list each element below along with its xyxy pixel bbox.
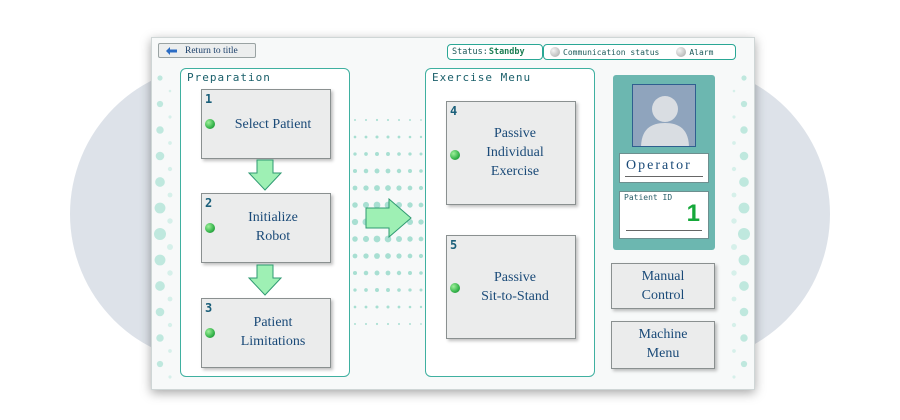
ready-led-icon — [450, 283, 460, 293]
exercise-menu-panel: Exercise Menu 4 Passive Individual Exerc… — [425, 68, 595, 377]
down-arrow-icon — [247, 159, 283, 191]
status-label: Status: — [452, 47, 488, 57]
communication-led-icon — [550, 47, 560, 57]
communication-alarm-indicator: Communication status Alarm — [543, 44, 736, 60]
passive-individual-exercise-label: Passive Individual Exercise — [486, 126, 544, 179]
patient-limitations-button[interactable]: 3 Patient Limitations — [201, 298, 331, 368]
alarm-led-icon — [676, 47, 687, 57]
ready-led-icon — [450, 150, 460, 160]
patient-id-box: Patient ID 1 — [619, 191, 709, 239]
patient-id-label: Patient ID — [624, 193, 673, 202]
operator-name-box: Operator — [619, 153, 709, 183]
preparation-panel: Preparation 1 Select Patient 2 Initializ… — [180, 68, 350, 377]
select-patient-button[interactable]: 1 Select Patient — [201, 89, 331, 159]
ready-led-icon — [205, 223, 215, 233]
manual-control-label: Control — [641, 288, 685, 303]
exercise-menu-title: Exercise Menu — [432, 71, 532, 84]
patient-id-value: 1 — [686, 200, 700, 227]
preparation-title: Preparation — [187, 71, 271, 84]
step-number: 1 — [205, 92, 213, 106]
app-screen: Return to title Status: Standby Communic… — [151, 37, 755, 390]
step-number: 3 — [205, 301, 213, 315]
operator-panel: Operator Patient ID 1 — [613, 75, 715, 250]
down-arrow-icon — [247, 264, 283, 296]
step-number: 5 — [450, 238, 458, 252]
machine-menu-label: Menu — [646, 346, 680, 361]
ready-led-icon — [205, 119, 215, 129]
step-number: 4 — [450, 104, 458, 118]
return-to-title-label: Return to title — [185, 45, 238, 56]
select-patient-label: Select Patient — [234, 117, 312, 132]
alarm-label: Alarm — [689, 47, 714, 57]
communication-status-label: Communication status — [563, 47, 660, 57]
manual-control-label: Manual — [641, 269, 685, 284]
manual-control-button[interactable]: Manual Control — [611, 263, 715, 309]
initialize-robot-button[interactable]: 2 Initialize Robot — [201, 193, 331, 263]
step-number: 2 — [205, 196, 213, 210]
passive-sit-to-stand-button[interactable]: 5 Passive Sit-to-Stand — [446, 235, 576, 339]
patient-limitations-label: Patient Limitations — [240, 315, 306, 349]
initialize-robot-label: Initialize Robot — [248, 210, 298, 244]
machine-menu-button[interactable]: Machine Menu — [611, 321, 715, 369]
operator-label: Operator — [626, 158, 692, 173]
status-indicator: Status: Standby — [447, 44, 543, 60]
right-arrow-icon — [365, 198, 412, 238]
return-to-title-button[interactable]: Return to title — [158, 43, 256, 58]
passive-individual-exercise-button[interactable]: 4 Passive Individual Exercise — [446, 101, 576, 205]
passive-sit-to-stand-label: Passive Sit-to-Stand — [481, 270, 549, 304]
machine-menu-label: Machine — [638, 327, 688, 342]
status-value: Standby — [488, 47, 525, 57]
ready-led-icon — [205, 328, 215, 338]
operator-avatar-icon — [632, 84, 696, 147]
return-arrow-icon — [166, 46, 177, 55]
